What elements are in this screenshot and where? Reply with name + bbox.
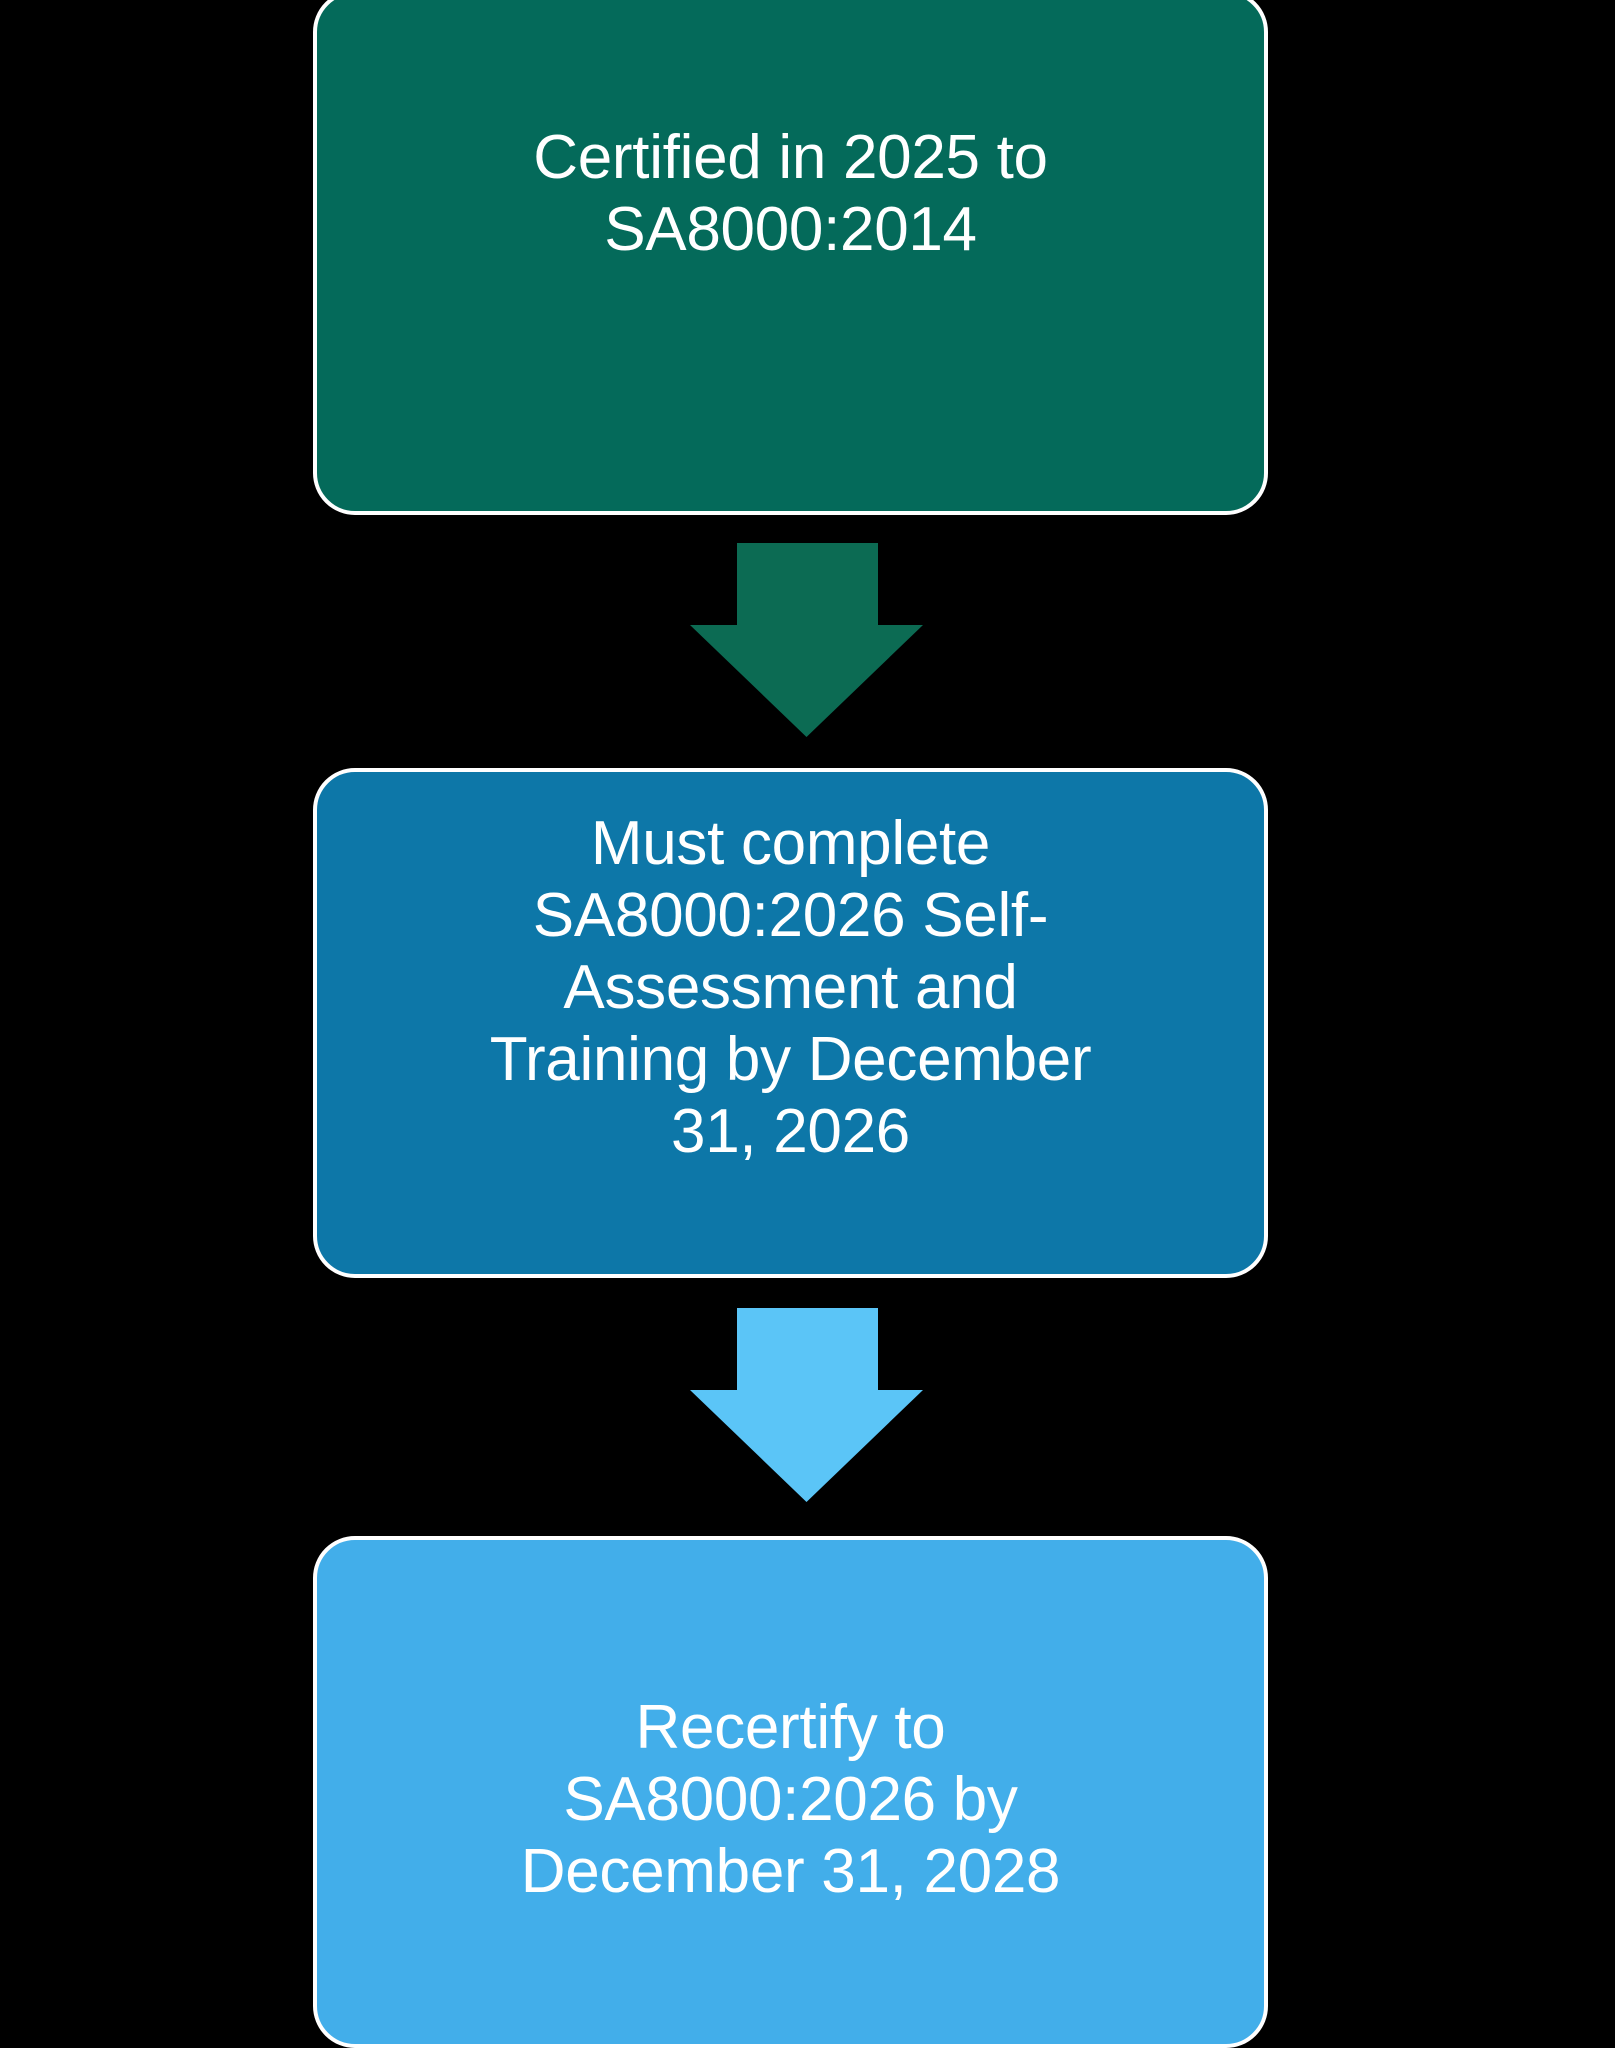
self-assessment-training-node-label: Must complete SA8000:2026 Self- Assessme… bbox=[489, 809, 1092, 1166]
arrow-node1-to-node2-head bbox=[690, 625, 923, 737]
arrow-node2-to-node3-stem bbox=[737, 1308, 878, 1391]
arrow-node2-to-node3-icon bbox=[690, 1308, 923, 1502]
self-assessment-training-node[interactable]: Must complete SA8000:2026 Self- Assessme… bbox=[313, 768, 1268, 1278]
certified-2025-node-label: Certified in 2025 to SA8000:2014 bbox=[533, 123, 1048, 264]
arrow-node1-to-node2-stem bbox=[737, 543, 878, 626]
certified-2025-node[interactable]: Certified in 2025 to SA8000:2014 bbox=[313, 0, 1268, 515]
arrow-node1-to-node2-icon bbox=[690, 543, 923, 737]
arrow-node2-to-node3-head bbox=[690, 1390, 923, 1502]
recertify-2028-node-label: Recertify to SA8000:2026 by December 31,… bbox=[520, 1693, 1061, 1906]
recertify-2028-node[interactable]: Recertify to SA8000:2026 by December 31,… bbox=[313, 1536, 1268, 2048]
